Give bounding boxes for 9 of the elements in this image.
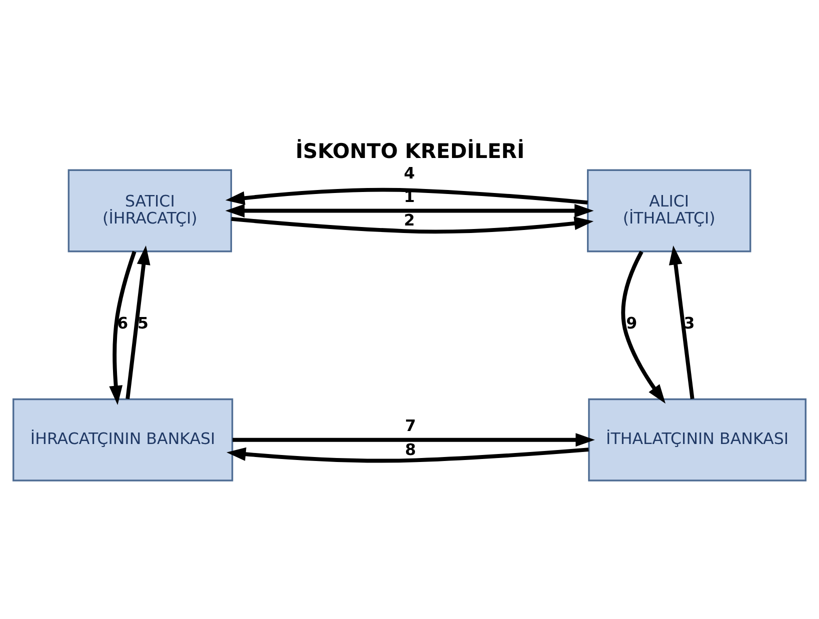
- edge-label: 7: [404, 416, 416, 436]
- diagram-title: İSKONTO KREDİLERİ: [296, 139, 525, 164]
- edge-label: 5: [138, 313, 149, 332]
- edge-label: 4: [404, 163, 415, 182]
- edge-label: 3: [684, 313, 695, 332]
- edge-label: 8: [404, 440, 416, 459]
- edge-label: 9: [626, 313, 638, 332]
- edge-label: 6: [117, 313, 128, 332]
- edge-label: 2: [404, 210, 415, 230]
